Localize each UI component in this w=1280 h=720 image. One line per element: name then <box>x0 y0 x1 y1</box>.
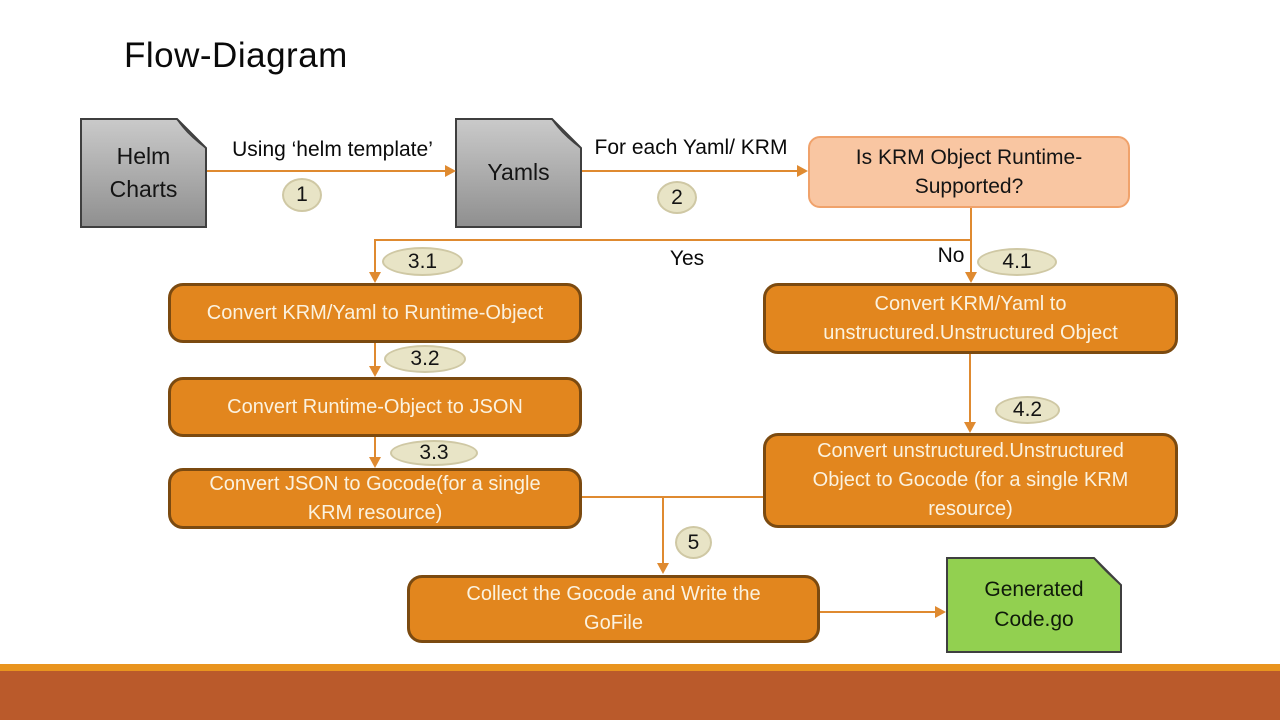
node-helm-charts-label: Helm Charts <box>109 142 178 202</box>
edge-label-no: No <box>937 244 965 267</box>
arrow-yamls-to-decision-line <box>582 170 798 172</box>
folded-rect-shape <box>946 557 1122 653</box>
arrow-step-5-head <box>657 563 669 574</box>
arrow-step-42-head <box>964 422 976 433</box>
node-helm-charts: Helm Charts <box>80 118 207 228</box>
process-label: Convert KRM/Yaml to unstructured.Unstruc… <box>823 292 1118 344</box>
node-convert-unstructured-to-gocode: Convert unstructured.Unstructured Object… <box>763 433 1178 528</box>
arrow-step-32-line <box>374 343 376 369</box>
process-label: Convert Runtime-Object to JSON <box>227 395 523 418</box>
badge-step-2: 2 <box>657 181 697 214</box>
arrow-step-5-line <box>662 497 664 565</box>
arrow-helm-to-yamls-line <box>207 170 447 172</box>
badge-step-1: 1 <box>282 178 322 212</box>
arrow-yamls-to-decision-head <box>797 165 808 177</box>
process-label: Convert KRM/Yaml to Runtime-Object <box>206 301 544 324</box>
footer-accent-strip <box>0 664 1280 671</box>
arrow-no-branch-head <box>965 272 977 283</box>
badge-step-4-2: 4.2 <box>995 396 1060 424</box>
arrow-step-33-head <box>369 457 381 468</box>
node-yamls-label: Yamls <box>487 159 550 186</box>
node-yamls: Yamls <box>455 118 582 228</box>
badge-step-3-3: 3.3 <box>390 440 478 466</box>
folded-rect-shape <box>80 118 207 228</box>
arrow-collect-to-generated-head <box>935 606 946 618</box>
edge-label-yes: Yes <box>669 247 705 270</box>
arrow-step-33-line <box>374 437 376 460</box>
node-convert-krm-to-runtime: Convert KRM/Yaml to Runtime-Object <box>168 283 582 343</box>
node-generated-code: Generated Code.go <box>946 557 1122 653</box>
decision-branch-stem-line <box>970 208 972 240</box>
badge-step-5: 5 <box>675 526 712 559</box>
process-label: Convert JSON to Gocode(for a single KRM … <box>209 472 541 524</box>
arrow-step-32-head <box>369 366 381 377</box>
folded-corner-icon <box>1093 557 1122 586</box>
edge-label-for-each-yaml-krm: For each Yaml/ KRM <box>594 136 788 159</box>
node-decision: Is KRM Object Runtime-Supported? <box>808 136 1130 208</box>
badge-step-4-1: 4.1 <box>977 248 1057 276</box>
node-decision-label: Is KRM Object Runtime-Supported? <box>855 145 1083 198</box>
node-generated-code-label: Generated Code.go <box>984 577 1084 631</box>
arrow-helm-to-yamls-head <box>445 165 456 177</box>
badge-step-3-1: 3.1 <box>382 247 463 276</box>
process-label: Convert unstructured.Unstructured Object… <box>812 440 1129 520</box>
folded-rect-shape <box>455 118 582 228</box>
node-convert-json-to-gocode: Convert JSON to Gocode(for a single KRM … <box>168 468 582 529</box>
edge-label-using-helm-template: Using ‘helm template’ <box>232 138 433 161</box>
arrow-yes-branch-head <box>369 272 381 283</box>
arrow-step-42-line <box>969 354 971 424</box>
folded-corner-icon <box>551 118 582 149</box>
badge-step-3-2: 3.2 <box>384 345 466 373</box>
decision-branch-horizontal-line <box>375 239 972 241</box>
node-collect-gocode: Collect the Gocode and Write the GoFile <box>407 575 820 643</box>
arrow-collect-to-generated-line <box>820 611 937 613</box>
footer-bar <box>0 671 1280 720</box>
node-convert-krm-to-unstructured: Convert KRM/Yaml to unstructured.Unstruc… <box>763 283 1178 354</box>
folded-corner-icon <box>176 118 207 149</box>
process-label: Collect the Gocode and Write the GoFile <box>466 583 761 634</box>
arrow-no-branch-line <box>970 239 972 274</box>
node-convert-runtime-to-json: Convert Runtime-Object to JSON <box>168 377 582 437</box>
arrow-yes-branch-line <box>374 239 376 274</box>
merge-horizontal-line <box>582 496 763 498</box>
slide-title: Flow-Diagram <box>124 36 348 75</box>
